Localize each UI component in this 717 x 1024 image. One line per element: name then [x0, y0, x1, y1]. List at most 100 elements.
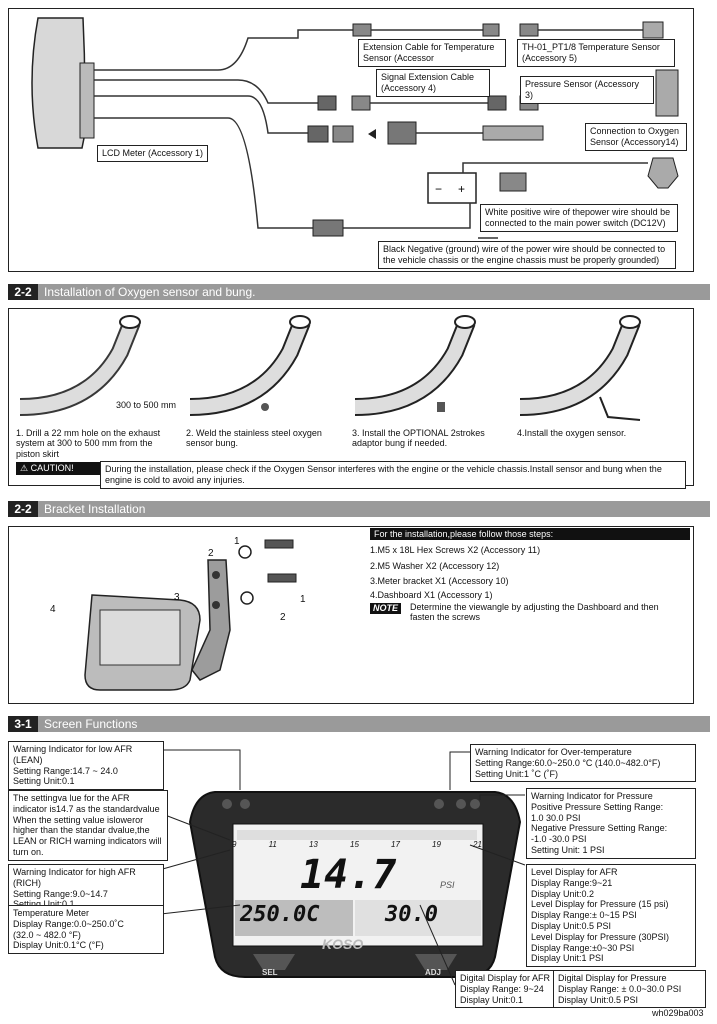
indicator-leds	[222, 799, 480, 809]
o2-connector-c	[387, 121, 417, 145]
o2-arrow	[368, 129, 376, 139]
section-bracket-header: 2-2 Bracket Installation	[8, 501, 710, 517]
battery	[427, 172, 477, 204]
dashboard-meter	[84, 594, 201, 691]
gauge-housing	[188, 791, 522, 978]
callout-4: 4	[50, 604, 56, 615]
ext-cable-plug-right	[482, 23, 500, 37]
pressure-sensor-label: Pressure Sensor (Accessory 3)	[520, 76, 654, 104]
tick-15: 15	[350, 840, 359, 849]
white-wire-label: White positive wire of thepower wire sho…	[480, 204, 678, 232]
adj-label: ADJ	[425, 968, 442, 977]
washers	[238, 545, 254, 605]
black-wire-label: Black Negative (ground) wire of the powe…	[378, 241, 676, 269]
warning-icon: ⚠	[20, 463, 31, 473]
o2-connector-a	[307, 125, 329, 143]
section-oxygen-header: 2-2 Installation of Oxygen sensor and bu…	[8, 284, 710, 300]
callout-2a: 2	[208, 548, 214, 559]
box-digital-afr: Digital Display for AFR Display Range: 9…	[455, 970, 558, 1009]
section-num: 2-2	[8, 284, 38, 300]
box-afr-standard: The settingva lue for the AFR indicator …	[8, 790, 168, 861]
oxygen-step-1: 1. Drill a 22 mm hole on the exhaust sys…	[16, 428, 161, 459]
oxygen-step-4: 4.Install the oxygen sensor.	[517, 428, 627, 438]
signal-extension-label: Signal Extension Cable (Accessory 4)	[376, 69, 490, 97]
sel-button	[253, 954, 295, 970]
tick-11: 11	[268, 840, 277, 849]
level-bar	[237, 830, 477, 840]
section-title: Screen Functions	[44, 717, 138, 731]
pressure-panel	[355, 900, 481, 936]
temp-sensor-plug	[519, 23, 539, 37]
bracket-steps-head: For the installation,please follow those…	[370, 528, 690, 540]
section-num: 3-1	[8, 716, 38, 732]
box-lean-indicator: Warning Indicator for low AFR (LEAN) Set…	[8, 741, 164, 791]
box-over-temperature: Warning Indicator for Over-temperature S…	[470, 744, 696, 783]
tick-19: 19	[432, 840, 441, 849]
box-level-display: Level Display for AFR Display Range:9~21…	[526, 864, 696, 968]
bracket-step-2: 2.M5 Washer X2 (Accessory 12)	[370, 561, 500, 571]
wiring-frame	[8, 8, 694, 272]
lcd-meter-label: LCD Meter (Accessory 1)	[97, 145, 209, 162]
box-digital-pressure: Digital Display for Pressure Display Ran…	[553, 970, 706, 1009]
tick-9: 9	[232, 840, 237, 849]
caution-badge: ⚠ CAUTION!	[16, 462, 104, 475]
callout-1a: 1	[234, 536, 240, 547]
box-pressure-warning: Warning Indicator for Pressure Positive …	[526, 788, 696, 859]
meter-stem	[79, 62, 95, 139]
box-temperature-meter: Temperature Meter Display Range:0.0~250.…	[8, 905, 164, 955]
signal-connector-b	[351, 95, 371, 111]
psi-label: PSI	[440, 880, 455, 890]
tick-13: 13	[308, 840, 318, 849]
temp-sensor-label: TH-01_PT1/8 Temperature Sensor (Accessor…	[517, 39, 675, 67]
bracket-step-1: 1.M5 x 18L Hex Screws X2 (Accessory 11)	[370, 545, 541, 555]
lcd-meter-shape	[31, 17, 86, 149]
pressure-sensor-body	[655, 69, 679, 117]
tick-21: 21	[473, 840, 482, 849]
temp-digital-value: 250.0C	[240, 902, 320, 927]
callout-1b: 1	[300, 594, 306, 605]
scale-ticks: 9 11 13 15 17 19 21	[232, 840, 482, 849]
signal-connector-a	[317, 95, 337, 111]
section-title: Installation of Oxygen sensor and bung.	[44, 285, 256, 299]
box-rich-indicator: Warning Indicator for high AFR (RICH) Se…	[8, 864, 164, 914]
caution-label: CAUTION!	[30, 463, 74, 473]
key-switch	[647, 157, 679, 189]
bracket-step-4: 4.Dashboard X1 (Accessory 1)	[370, 590, 493, 600]
fuse-holder	[499, 172, 527, 192]
section-num: 2-2	[8, 501, 38, 517]
signal-connector-c	[487, 95, 507, 111]
exhaust-2	[189, 315, 311, 416]
svg-text:+: +	[458, 182, 465, 196]
footer-code: wh029ba003	[652, 1008, 704, 1018]
bracket-illustration	[84, 539, 297, 691]
distance-label: 300 to 500 mm	[116, 400, 177, 410]
ext-cable-plug-left	[352, 23, 372, 37]
bracket-step-3: 3.Meter bracket X1 (Accessory 10)	[370, 576, 509, 586]
power-connector	[312, 219, 344, 237]
sel-label: SEL	[262, 968, 278, 977]
extension-cable-label: Extension Cable for Temperature Sensor (…	[358, 39, 506, 67]
bracket-frame	[8, 526, 694, 704]
pressure-digital-value: 30.0	[385, 902, 438, 927]
exhaust-illustrations	[19, 315, 641, 421]
section-title: Bracket Installation	[44, 502, 146, 516]
exhaust-4	[519, 315, 641, 421]
tick-17: 17	[391, 840, 400, 849]
o2-connector-b	[332, 125, 354, 143]
callout-2b: 2	[280, 612, 286, 623]
section-screen-header: 3-1 Screen Functions	[8, 716, 710, 732]
callout-3: 3	[174, 592, 180, 603]
temp-sensor-body	[642, 21, 664, 39]
oxygen-sensor-label: Connection to Oxygen Sensor (Accessory14…	[585, 123, 687, 151]
brand-logo: KOSO	[322, 936, 364, 952]
oxygen-step-3: 3. Install the OPTIONAL 2strokes adaptor…	[352, 428, 485, 449]
oxygen-step-2: 2. Weld the stainless steel oxygen senso…	[186, 428, 322, 449]
note-text: Determine the viewangle by adjusting the…	[410, 602, 659, 623]
svg-text:−: −	[435, 182, 442, 196]
meter-bracket	[191, 559, 231, 681]
screws	[264, 539, 297, 583]
note-badge: NOTE	[370, 603, 402, 614]
caution-text: During the installation, please check if…	[100, 461, 686, 489]
o2-sensor-body	[482, 125, 544, 141]
exhaust-3	[354, 315, 476, 416]
